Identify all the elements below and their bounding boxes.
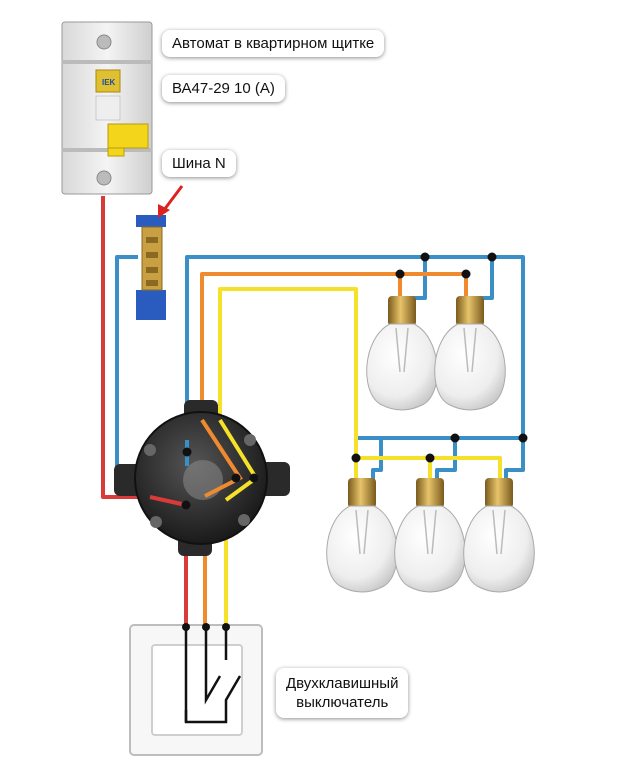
junction-box-terminals	[181, 447, 259, 510]
circuit-breaker	[61, 21, 153, 195]
lamp-lower-2	[394, 478, 466, 593]
neutral-wire-lamp4	[435, 438, 457, 484]
lamp-upper-2	[434, 296, 506, 411]
lamp-upper-1	[366, 296, 438, 411]
neutral-wire-lamp3	[371, 438, 383, 484]
neutral-wire-bus	[115, 255, 525, 468]
switch-label-line2: выключатель	[296, 694, 389, 711]
switch-label: Двухклавишный выключатель	[276, 668, 409, 718]
switch-label-line1: Двухклавишный	[286, 675, 399, 692]
breaker-model-label: ВА47-29 10 (А)	[162, 75, 285, 102]
breaker-brand-logo: IEK	[102, 78, 116, 87]
lamp-lower-1	[326, 478, 398, 593]
red-arrow-icon	[158, 185, 184, 218]
breaker-label: Автомат в квартирном щитке	[162, 30, 385, 57]
double-switch	[129, 623, 263, 756]
lamp-lower-3	[463, 478, 535, 593]
neutral-bus	[136, 215, 166, 320]
wire-junctions	[351, 252, 528, 463]
neutral-bus-label: Шина N	[162, 150, 236, 177]
neutral-wire-lamp5	[504, 438, 525, 484]
